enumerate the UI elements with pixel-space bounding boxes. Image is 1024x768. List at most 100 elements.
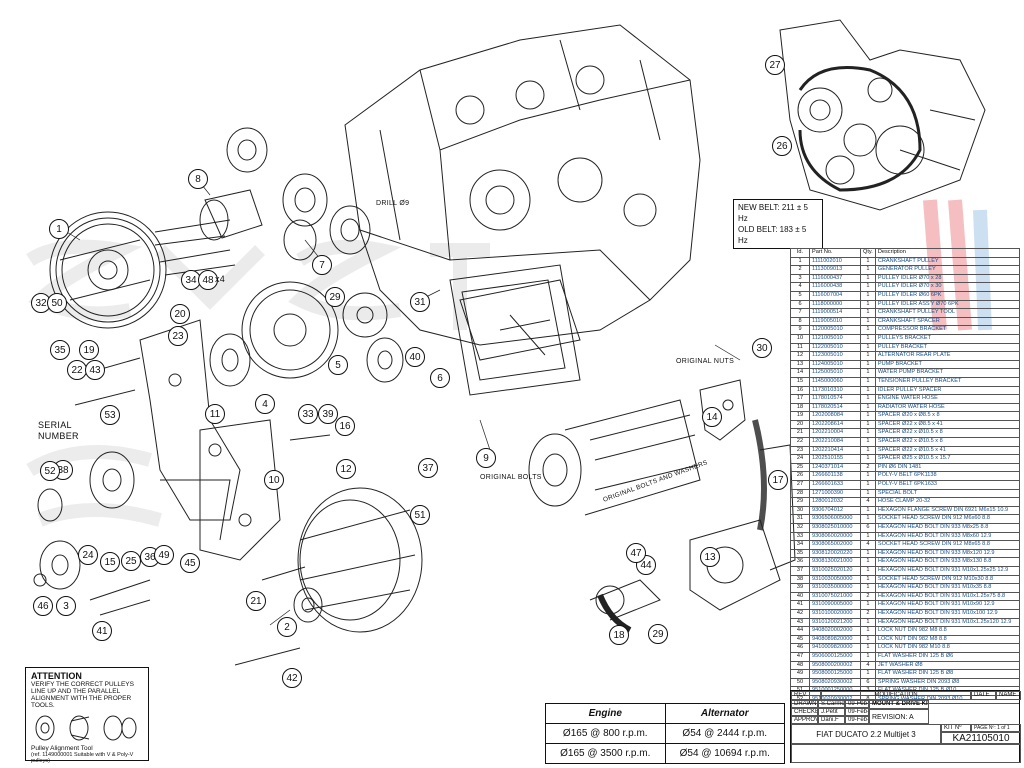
part-qty: 1 xyxy=(860,411,876,421)
part-id: 39 xyxy=(790,583,810,593)
part-qty: 1 xyxy=(860,385,876,396)
part-description: SPACER Ø25 x Ø10.5 x 15.7 xyxy=(874,454,1021,464)
part-qty: 1 xyxy=(860,256,876,267)
part-description: LOCK NUT DIN 982 M8 8.8 xyxy=(874,626,1021,636)
part-qty: 2 xyxy=(860,591,876,602)
tb-checked-date: 09-Feb-21 xyxy=(845,708,869,716)
tb-kit-number: KA21105010 xyxy=(941,732,1021,744)
part-number: 9310075021000 xyxy=(809,591,861,602)
part-number: 9508020930002 xyxy=(809,677,861,688)
callout-29b: 29 xyxy=(648,624,668,644)
callout-42: 42 xyxy=(282,668,302,688)
callout-3: 3 xyxy=(56,596,76,616)
callout-21: 21 xyxy=(246,591,266,611)
callout-11: 11 xyxy=(205,404,225,424)
crankshaft-spacer xyxy=(199,127,268,241)
callout-32: 32 xyxy=(31,293,51,313)
part-id: 50 xyxy=(790,677,810,688)
callout-46: 46 xyxy=(33,596,53,616)
part-description: SPACER Ø22 x Ø10.5 x 8 xyxy=(874,437,1021,447)
speed-row: Ø165 @ 800 r.p.m. Ø54 @ 2444 r.p.m. xyxy=(545,723,785,744)
part-number: 9308130021000 xyxy=(809,557,861,567)
part-qty: 1 xyxy=(860,617,876,628)
part-number: 1116007004 xyxy=(809,290,861,301)
part-id: 36 xyxy=(790,557,810,567)
part-id: 28 xyxy=(790,488,810,499)
callout-10: 10 xyxy=(264,470,284,490)
part-number: 1123005010 xyxy=(809,351,861,361)
engine-speed-high: Ø165 @ 3500 r.p.m. xyxy=(545,743,666,764)
tb-product: FIAT DUCATO 2.2 Multijet 3 xyxy=(791,724,941,744)
callout-53: 53 xyxy=(100,405,120,425)
callout-29: 29 xyxy=(325,287,345,307)
part-qty: 1 xyxy=(860,265,876,275)
part-qty: 1 xyxy=(860,445,876,456)
part-description: HOSE CLAMP 20-32 xyxy=(874,497,1021,507)
part-description: PULLEY BRACKET xyxy=(874,342,1021,353)
part-description: HEXAGON HEAD BOLT DIN 931 M10x90 12.9 xyxy=(874,600,1021,610)
part-id: 48 xyxy=(790,660,810,671)
part-qty: 1 xyxy=(860,514,876,524)
part-id: 8 xyxy=(790,316,810,327)
part-id: 3 xyxy=(790,273,810,284)
part-id: 6 xyxy=(790,299,810,310)
part-id: 4 xyxy=(790,282,810,292)
part-description: PULLEYS BRACKET xyxy=(874,333,1021,344)
part-id: 38 xyxy=(790,574,810,585)
part-qty: 1 xyxy=(860,643,876,653)
part-description: POLY-V BELT 6PK1138 xyxy=(874,471,1021,482)
part-description: HEXAGON HEAD BOLT DIN 933 M8x120 12.9 xyxy=(874,548,1021,559)
part-qty: 1 xyxy=(860,565,876,576)
tb-revision: REVISION: A xyxy=(869,709,929,724)
part-description: SPECIAL BOLT xyxy=(874,488,1021,499)
part-qty: 6 xyxy=(860,523,876,533)
part-number: 1119000514 xyxy=(809,308,861,318)
part-id: 5 xyxy=(790,290,810,301)
part-number: 9308065002000 xyxy=(809,540,861,550)
callout-5: 5 xyxy=(328,355,348,375)
header-qty: Qty. xyxy=(860,248,876,258)
part-number: 1118000000 xyxy=(809,299,861,310)
part-qty: 1 xyxy=(860,651,876,662)
engine-block xyxy=(344,24,701,361)
part-qty: 1 xyxy=(860,428,876,439)
pulley-speed-table: Engine Alternator Ø165 @ 800 r.p.m. Ø54 … xyxy=(545,703,785,764)
part-number: 9310090005000 xyxy=(809,600,861,610)
part-description: SOCKET HEAD SCREW DIN 912 M10x30 8.8 xyxy=(874,574,1021,585)
part-description: SOCKET HEAD SCREW DIN 912 M8x65 8.8 xyxy=(874,540,1021,550)
speed-header-engine: Engine xyxy=(545,703,666,724)
part-qty: 4 xyxy=(860,660,876,671)
tb-checked: CHECKED xyxy=(791,708,818,716)
part-number: 1116000437 xyxy=(809,273,861,284)
callout-49: 49 xyxy=(154,545,174,565)
part-number: 1202008084 xyxy=(809,411,861,421)
part-id: 18 xyxy=(790,402,810,413)
part-number: 9310030050000 xyxy=(809,574,861,585)
part-description: PIN Ø6 DIN 1481 xyxy=(874,462,1021,473)
callout-20: 20 xyxy=(170,304,190,324)
part-description: HEXAGON HEAD BOLT DIN 933 M8x130 8.8 xyxy=(874,557,1021,567)
callout-45: 45 xyxy=(180,553,200,573)
part-qty: 2 xyxy=(860,462,876,473)
new-belt-frequency: NEW BELT: 211 ± 5 Hz xyxy=(738,203,808,223)
part-qty: 1 xyxy=(860,419,876,430)
part-qty: 1 xyxy=(860,273,876,284)
callout-52: 52 xyxy=(40,461,60,481)
